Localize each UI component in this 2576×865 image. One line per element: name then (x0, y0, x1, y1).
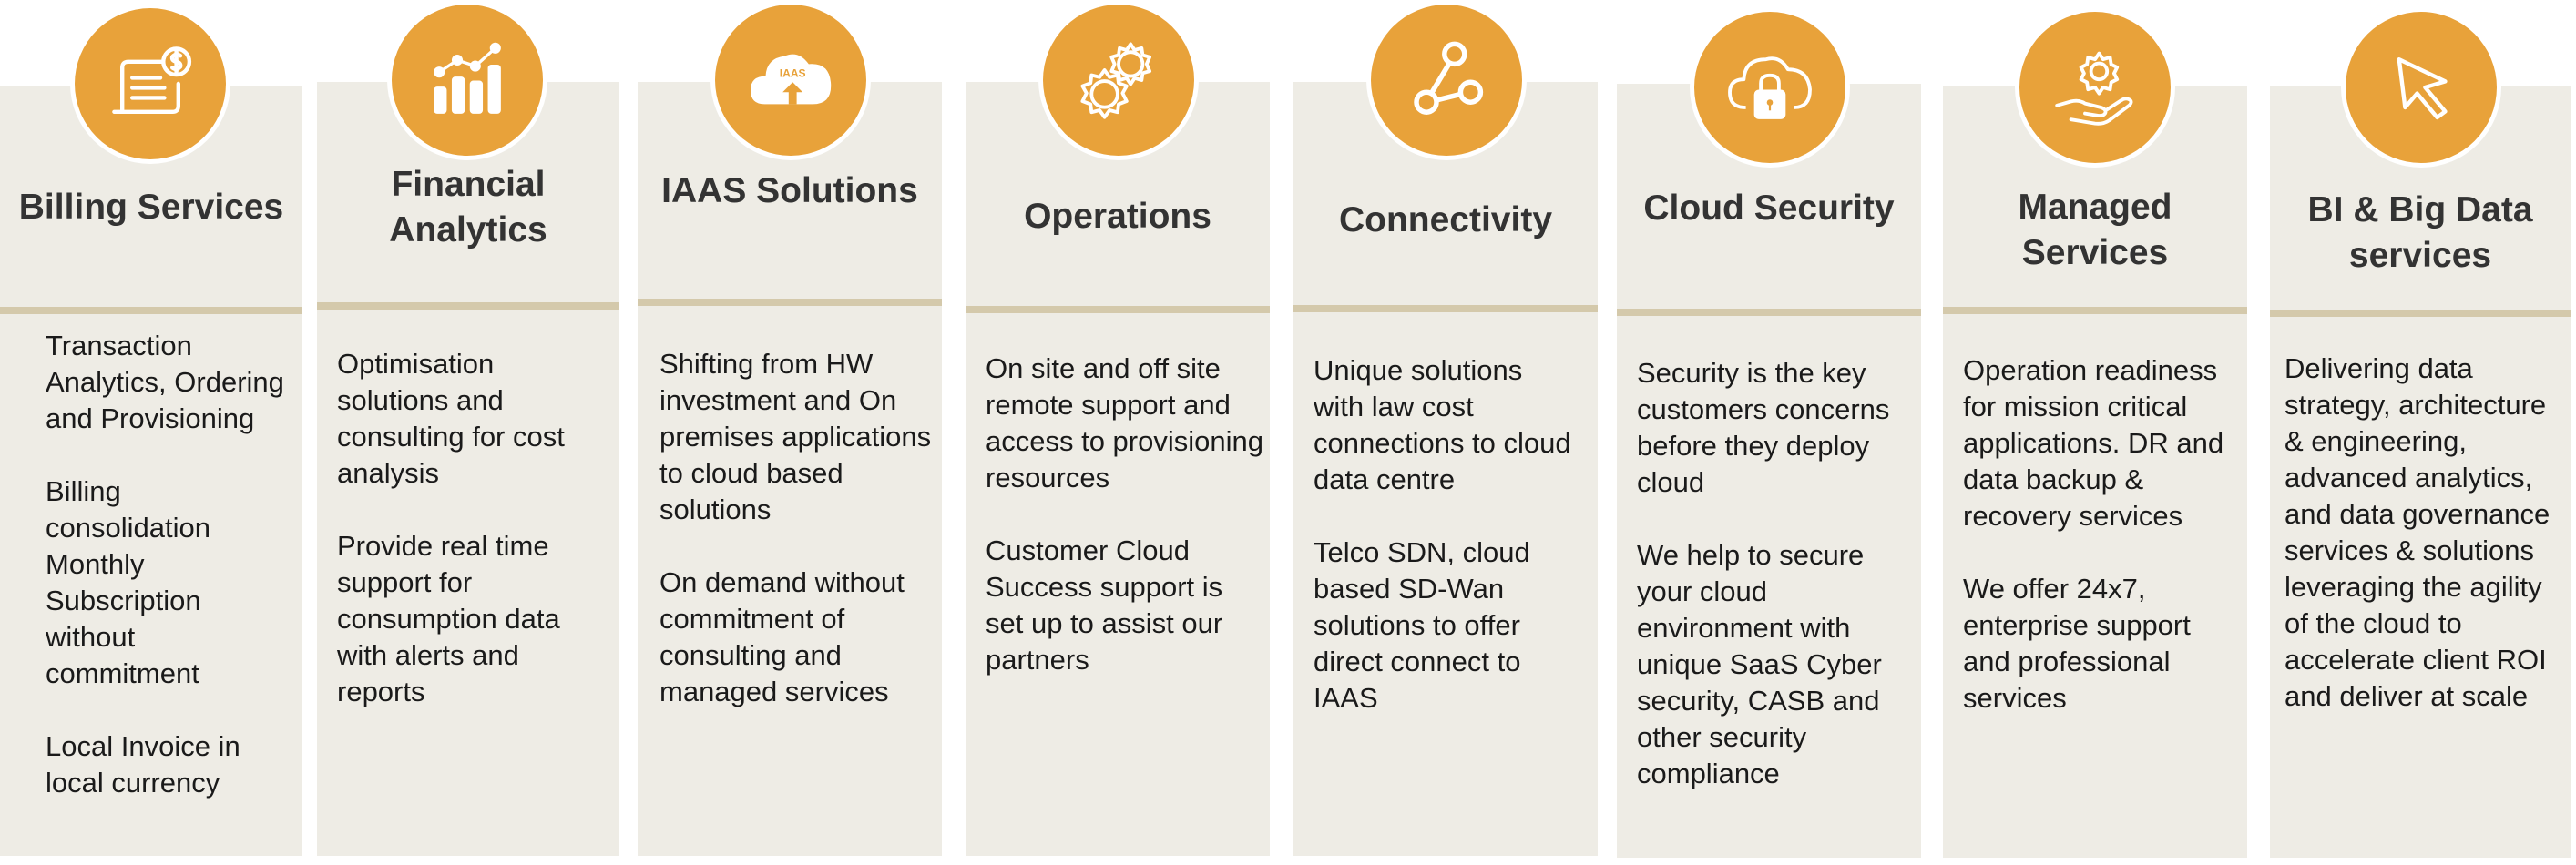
divider (0, 307, 302, 314)
card-description: Shifting from HW investment and On premi… (659, 346, 933, 710)
service-card-bi-big-data: BI & Big Data services Delivering data s… (2270, 86, 2571, 858)
card-title: Operations (1024, 197, 1211, 236)
paragraph: Billing consolidation Monthly Subscripti… (46, 475, 210, 689)
cloud-upload-icon: IAAS (715, 5, 866, 156)
paragraph: Provide real time support for consumptio… (337, 530, 560, 707)
service-card-operations: Operations On site and off site remote s… (966, 82, 1270, 856)
paragraph: Telco SDN, cloud based SD-Wan solutions … (1314, 536, 1530, 714)
service-card-managed-services: Managed Services Operation readiness for… (1943, 86, 2247, 858)
iaas-icon-label: IAAS (780, 67, 806, 80)
paragraph: Security is the key customers concerns b… (1637, 357, 1890, 498)
service-card-financial-analytics: Financial Analytics Optimisation solutio… (317, 82, 619, 856)
card-title: Billing Services (18, 187, 284, 227)
paragraph: On site and off site remote support and … (986, 352, 1263, 494)
card-title: Financial Analytics (389, 164, 547, 249)
hand-gear-icon (2019, 12, 2171, 163)
paragraph: Local Invoice in local currency (46, 730, 240, 799)
paragraph: On demand without commitment of consulti… (659, 566, 905, 707)
card-description: Operation readiness for mission critical… (1963, 352, 2236, 717)
service-card-iaas: IAAS Solutions Shifting from HW investme… (638, 82, 942, 856)
divider (2270, 310, 2571, 317)
network-nodes-icon (1371, 5, 1522, 156)
cloud-lock-icon (1694, 12, 1845, 163)
paragraph: Customer Cloud Success support is set up… (986, 534, 1223, 676)
divider (1293, 305, 1598, 312)
divider (1943, 307, 2247, 314)
cursor-icon (2346, 12, 2497, 163)
gears-icon (1043, 5, 1194, 156)
card-description: Optimisation solutions and consulting fo… (337, 346, 606, 710)
card-title: BI & Big Data services (2307, 189, 2533, 275)
divider (317, 302, 619, 310)
card-title: IAAS Solutions (661, 171, 918, 210)
paragraph: We offer 24x7, enterprise support and pr… (1963, 573, 2191, 714)
bar-chart-icon (392, 5, 543, 156)
divider (966, 306, 1270, 313)
card-description: On site and off site remote support and … (986, 351, 1263, 678)
card-description: Delivering data strategy, architecture &… (2285, 351, 2567, 715)
divider (1617, 309, 1921, 316)
card-description: Unique solutions with law cost connectio… (1314, 352, 1578, 717)
paragraph: Shifting from HW investment and On premi… (659, 348, 932, 525)
card-title: Managed Services (2018, 187, 2172, 272)
card-description: Transaction Analytics, Ordering and Prov… (46, 328, 287, 801)
service-card-connectivity: Connectivity Unique solutions with law c… (1293, 82, 1598, 856)
paragraph: Operation readiness for mission critical… (1963, 354, 2224, 532)
divider (638, 299, 942, 306)
card-title: Connectivity (1338, 200, 1553, 239)
paragraph: Transaction Analytics, Ordering and Prov… (46, 330, 284, 434)
paragraph: Optimisation solutions and consulting fo… (337, 348, 565, 489)
billing-icon (75, 8, 226, 159)
card-description: Security is the key customers concerns b… (1637, 355, 1910, 792)
paragraph: We help to secure your cloud environment… (1637, 539, 1882, 789)
paragraph: Unique solutions with law cost connectio… (1314, 354, 1571, 495)
card-title: Cloud Security (1643, 188, 1895, 228)
service-card-cloud-security: Cloud Security Security is the key custo… (1617, 84, 1921, 858)
paragraph: Delivering data strategy, architecture &… (2285, 352, 2550, 712)
service-card-billing: Billing Services Transaction Analytics, … (0, 86, 302, 856)
